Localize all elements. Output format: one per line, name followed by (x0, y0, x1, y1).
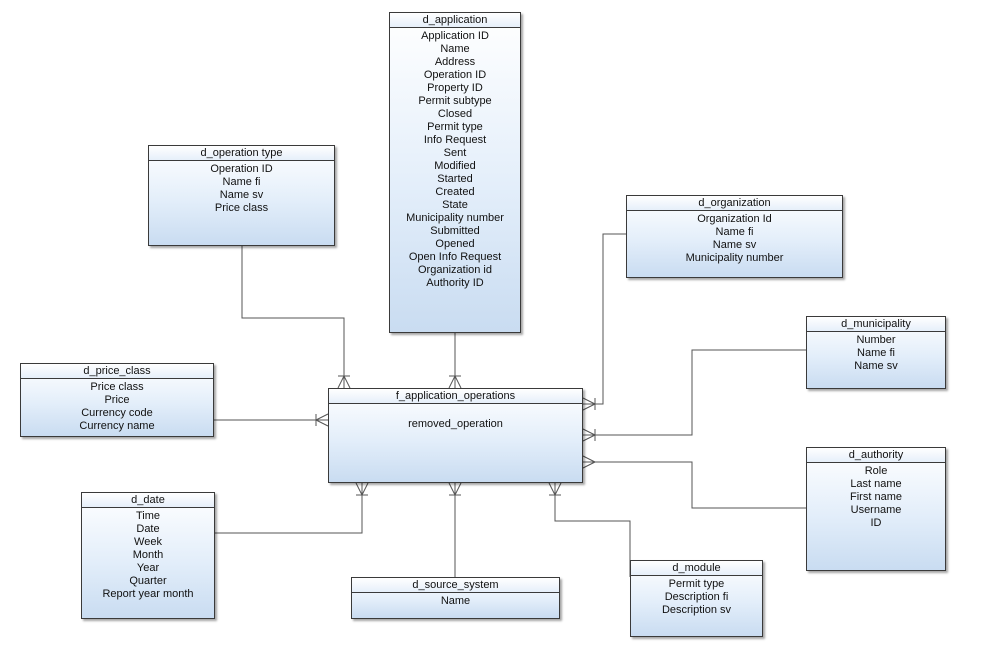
attribute-list: Number Name fi Name sv (807, 332, 945, 373)
attribute: Report year month (102, 588, 194, 600)
entity-f-application-operations[interactable]: f_application_operations removed_operati… (328, 388, 583, 483)
attribute: Week (134, 536, 162, 548)
attribute: Sent (443, 147, 467, 159)
entity-d-application[interactable]: d_application Application ID Name Addres… (389, 12, 521, 333)
attribute-list: Organization Id Name fi Name sv Municipa… (627, 211, 842, 265)
attribute: Created (435, 186, 475, 198)
rel-module (554, 483, 631, 577)
attribute: Organization id (418, 264, 492, 276)
entity-d-authority[interactable]: d_authority Role Last name First name Us… (806, 447, 946, 571)
attribute: Name sv (712, 239, 757, 251)
attribute-list: Time Date Week Month Year Quarter Report… (82, 508, 214, 601)
attribute: Price class (214, 202, 269, 214)
attribute: Started (437, 173, 473, 185)
attribute-list: Application ID Name Address Operation ID… (390, 28, 520, 290)
attribute: Submitted (430, 225, 480, 237)
attribute: Permit type (668, 578, 725, 590)
crow-foot-organization (582, 397, 596, 411)
attribute-list: Price class Price Currency code Currency… (21, 379, 213, 433)
attribute: Name (440, 595, 471, 607)
attribute: Address (434, 56, 476, 68)
entity-title: d_application (390, 13, 520, 28)
entity-title: d_authority (807, 448, 945, 463)
attribute: Modified (434, 160, 476, 172)
attribute: Role (864, 465, 888, 477)
attribute-list: Role Last name First name Username ID (807, 463, 945, 530)
attribute: Name fi (857, 347, 895, 359)
attribute: Name fi (715, 226, 754, 238)
attribute: Description fi (664, 591, 729, 603)
entity-title: d_organization (627, 196, 842, 211)
crow-foot-operation-type (337, 375, 351, 389)
attribute: Year (136, 562, 160, 574)
attribute: Name (440, 43, 470, 55)
crow-foot-authority (582, 455, 596, 469)
entity-d-module[interactable]: d_module Permit type Description fi Desc… (630, 560, 763, 637)
attribute: Name fi (222, 176, 261, 188)
crow-foot-date (355, 482, 369, 496)
attribute: Authority ID (426, 277, 484, 289)
crow-foot-source-system (448, 482, 462, 496)
entity-d-operation-type[interactable]: d_operation type Operation ID Name fi Na… (148, 145, 335, 246)
entity-title: d_operation type (149, 146, 334, 161)
crow-foot-module (548, 482, 562, 496)
attribute: Info Request (423, 134, 487, 146)
rel-authority (583, 461, 806, 509)
attribute: Month (132, 549, 164, 561)
entity-d-price-class[interactable]: d_price_class Price class Price Currency… (20, 363, 214, 437)
attribute: Time (135, 510, 161, 522)
attribute-list: Name (352, 593, 559, 608)
attribute: Price (104, 394, 130, 406)
rel-operation-type (241, 246, 345, 388)
attribute: Username (850, 504, 902, 516)
attribute-list: Operation ID Name fi Name sv Price class (149, 161, 334, 215)
attribute: Currency code (81, 407, 153, 419)
attribute: State (442, 199, 468, 211)
attribute: Last name (850, 478, 902, 490)
attribute: Closed (437, 108, 473, 120)
attribute: Quarter (129, 575, 167, 587)
attribute: Name sv (854, 360, 898, 372)
attribute: Name sv (219, 189, 264, 201)
attribute: removed_operation (408, 418, 503, 430)
crow-foot-municipality (582, 428, 596, 442)
entity-title: d_source_system (352, 578, 559, 593)
attribute: Application ID (421, 30, 489, 42)
attribute: Municipality number (406, 212, 504, 224)
entity-title: d_module (631, 561, 762, 576)
attribute: Currency name (79, 420, 155, 432)
rel-organization (583, 233, 626, 405)
attribute: First name (850, 491, 902, 503)
attribute: Property ID (427, 82, 483, 94)
entity-d-date[interactable]: d_date Time Date Week Month Year Quarter… (81, 492, 215, 619)
attribute: Permit type (427, 121, 483, 133)
attribute: Organization Id (697, 213, 772, 225)
rel-municipality (583, 349, 806, 436)
attribute: Open Info Request (408, 251, 502, 263)
entity-title: d_date (82, 493, 214, 508)
attribute: ID (870, 517, 882, 529)
attribute: Price class (90, 381, 144, 393)
attribute: Permit subtype (418, 95, 492, 107)
attribute: Operation ID (210, 163, 273, 175)
attribute-list: Permit type Description fi Description s… (631, 576, 762, 617)
crow-foot-application (448, 375, 462, 389)
attribute: Date (136, 523, 160, 535)
attribute: Operation ID (423, 69, 487, 81)
entity-d-organization[interactable]: d_organization Organization Id Name fi N… (626, 195, 843, 278)
entity-title: d_price_class (21, 364, 213, 379)
entity-title: f_application_operations (329, 389, 582, 404)
entity-d-source-system[interactable]: d_source_system Name (351, 577, 560, 619)
entity-d-municipality[interactable]: d_municipality Number Name fi Name sv (806, 316, 946, 389)
attribute-list: removed_operation (329, 404, 582, 431)
crow-foot-price-class (315, 413, 329, 427)
attribute: Municipality number (685, 252, 784, 264)
attribute: Opened (435, 238, 475, 250)
attribute: Description sv (661, 604, 732, 616)
rel-date (215, 483, 363, 534)
attribute: Number (856, 334, 896, 346)
entity-title: d_municipality (807, 317, 945, 332)
